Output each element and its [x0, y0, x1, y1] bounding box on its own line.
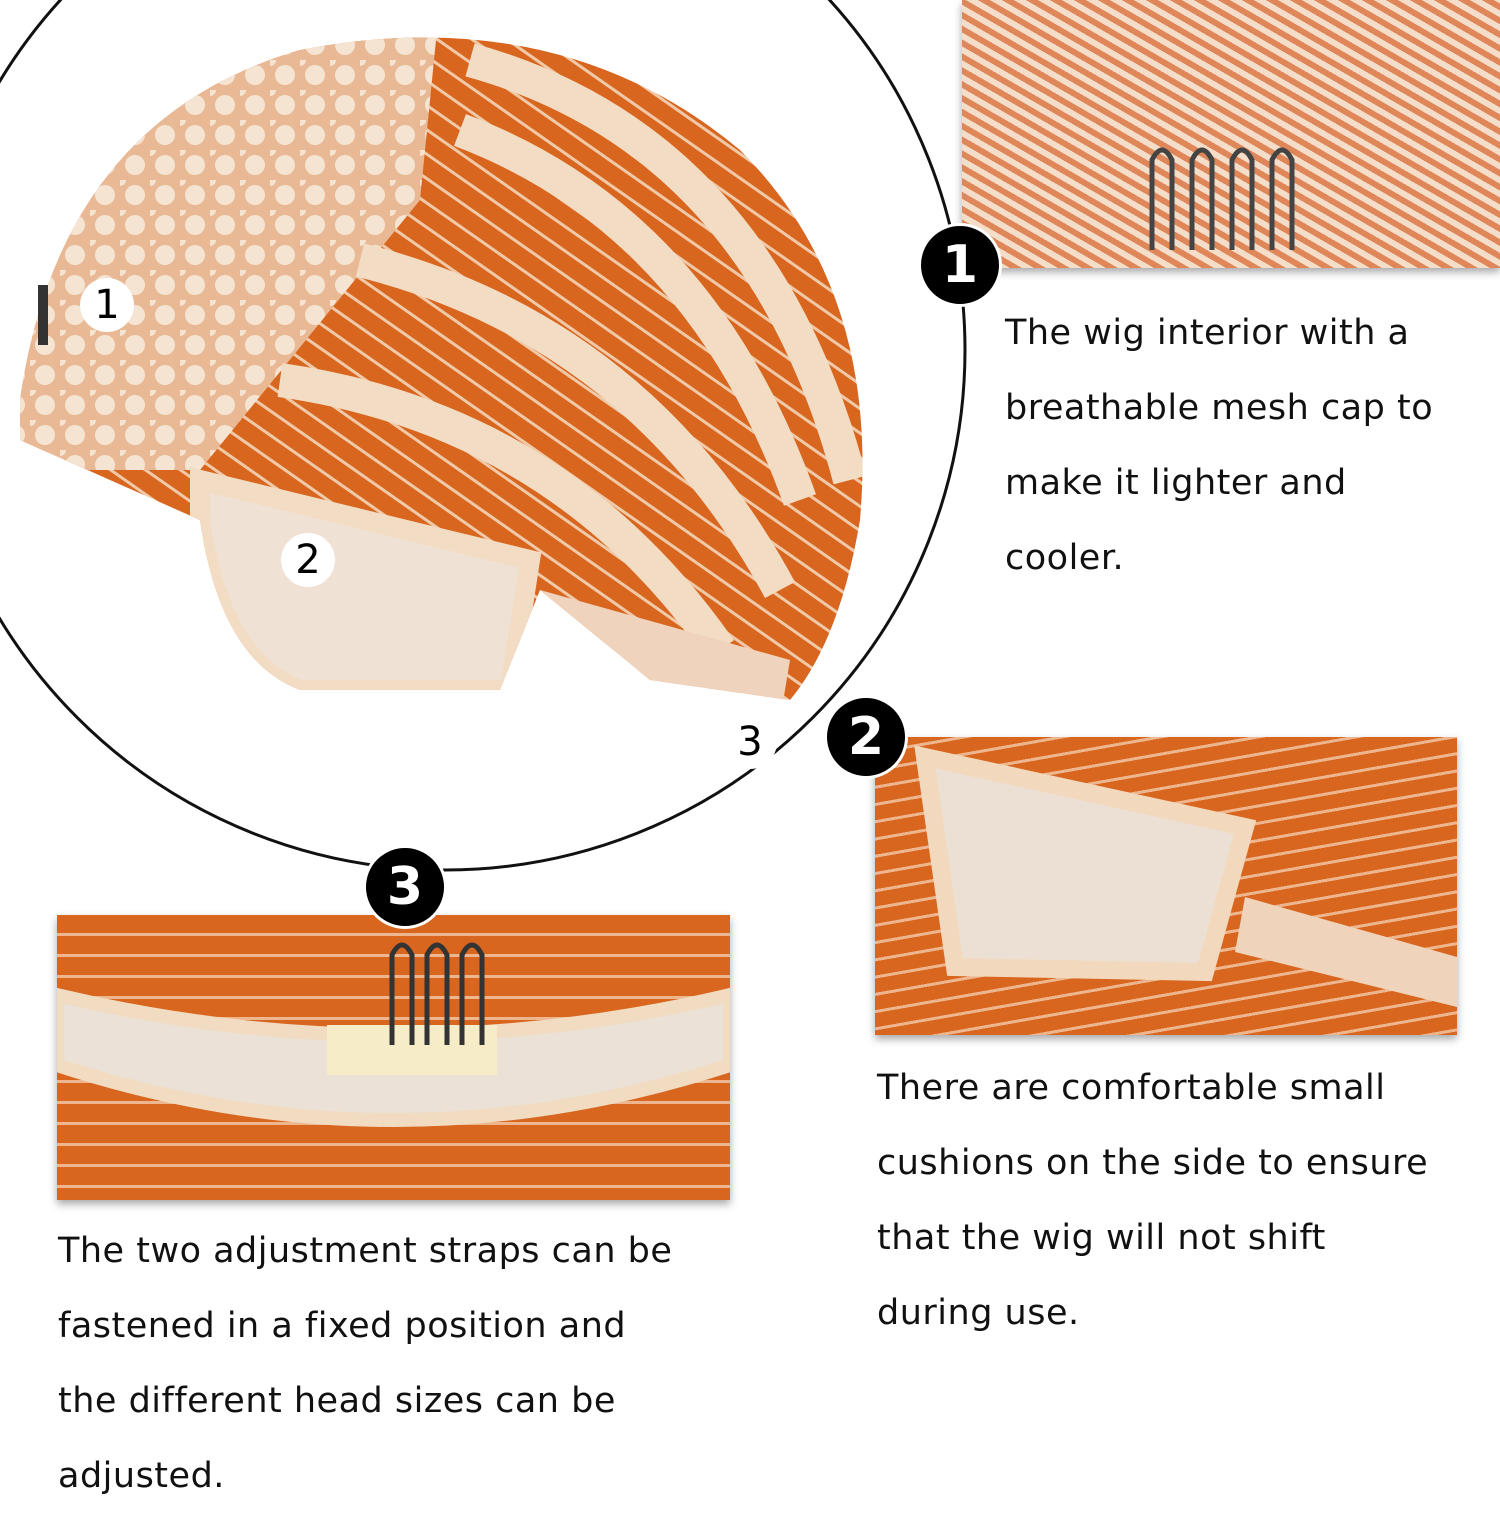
caption-line: adjusted. [58, 1456, 225, 1496]
feature-1-caption: The wig interior with a breathable mesh … [1005, 296, 1433, 596]
caption-line: during use. [877, 1293, 1080, 1333]
caption-line: breathable mesh cap to [1005, 388, 1434, 428]
cushion-shape [914, 745, 1457, 1007]
wig-label-3: 3 [723, 715, 777, 769]
comb-icon [1149, 147, 1295, 250]
feature-badge-3: 3 [363, 845, 447, 929]
inset-strap-photo [57, 915, 730, 1200]
caption-line: make it lighter and [1005, 463, 1347, 503]
caption-line: fastened in a fixed position and [58, 1306, 627, 1346]
caption-line: cooler. [1005, 538, 1125, 578]
caption-line: The two adjustment straps can be [58, 1231, 673, 1271]
inset-mesh-cap-photo [962, 0, 1500, 268]
caption-line: cushions on the side to ensure [877, 1143, 1429, 1183]
caption-line: the different head sizes can be [58, 1381, 616, 1421]
wig-label-1: 1 [80, 278, 134, 332]
caption-line: The wig interior with a [1005, 313, 1410, 353]
strap-shape [57, 942, 730, 1127]
wig-cap-image [20, 37, 863, 700]
inset-cushion-photo [875, 737, 1457, 1035]
feature-2-caption: There are comfortable small cushions on … [877, 1051, 1428, 1351]
caption-line: There are comfortable small [877, 1068, 1386, 1108]
feature-badge-2: 2 [824, 695, 908, 779]
feature-badge-1: 1 [918, 223, 1002, 307]
wig-label-2: 2 [281, 533, 335, 587]
feature-3-caption: The two adjustment straps can be fastene… [58, 1214, 672, 1514]
caption-line: that the wig will not shift [877, 1218, 1326, 1258]
